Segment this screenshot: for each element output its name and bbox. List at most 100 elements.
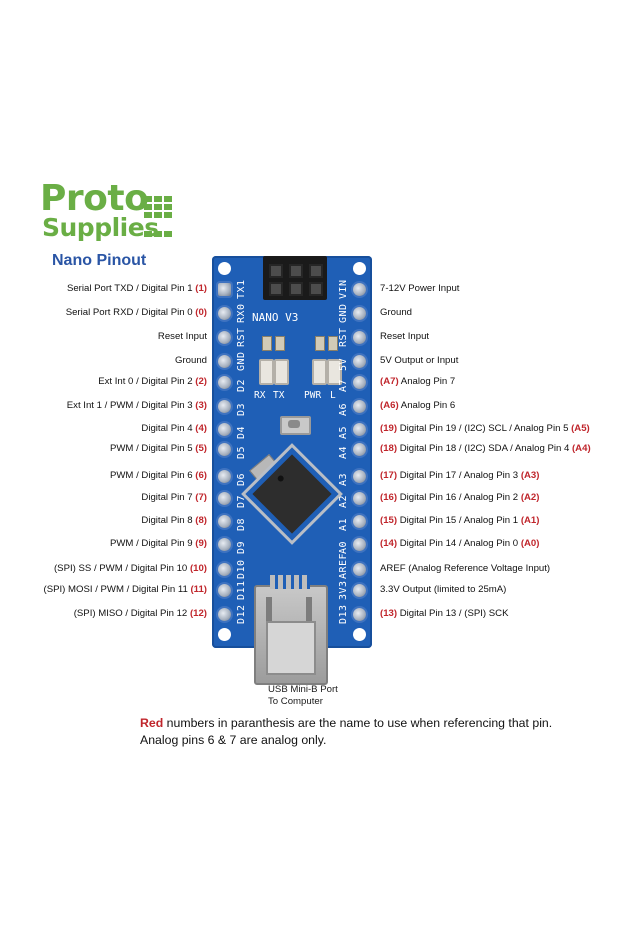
pin-ref: (18)	[380, 443, 398, 454]
pin-description: Ext Int 0 / Digital Pin 2	[98, 376, 193, 387]
left-pin-label: Digital Pin 4 (4)	[141, 423, 207, 435]
silk-pin-label: A6	[338, 402, 349, 416]
pin-ref: (A6)	[380, 400, 399, 411]
pin-description: PWM / Digital Pin 5	[109, 443, 193, 454]
silk-pin-label: TX1	[236, 279, 247, 299]
left-pin-label: (SPI) MISO / Digital Pin 12 (12)	[74, 608, 207, 620]
silk-pin-label: A2	[338, 494, 349, 508]
silk-pin-label: RST	[338, 327, 349, 347]
silk-pin-label: 3V3	[338, 580, 349, 600]
header-pin	[353, 283, 366, 296]
header-pin	[353, 423, 366, 436]
protosupplies-logo: Proto Supplies	[40, 179, 180, 243]
page-title: Nano Pinout	[52, 252, 147, 269]
pin-description: Analog Pin 6	[400, 400, 456, 411]
pin-description: (SPI) MISO / Digital Pin 12	[73, 608, 188, 619]
header-pin	[353, 538, 366, 551]
pin-description: Digital Pin 4	[141, 423, 193, 434]
logo-grid-icon	[144, 196, 172, 218]
pin-description: Digital Pin 19 / (I2C) SCL / Analog Pin …	[399, 423, 569, 434]
pin-description: Reset Input	[157, 331, 207, 342]
header-pin	[218, 443, 231, 456]
board-model-label: NANO V3	[252, 311, 299, 324]
pin-ref: (16)	[380, 492, 398, 503]
note-line2: Analog pins 6 & 7 are analog only.	[140, 733, 327, 747]
pin-description: Reset Input	[380, 331, 430, 342]
silk-pin-label: D12	[236, 604, 247, 624]
right-pin-label: 5V Output or Input	[380, 355, 458, 367]
pin-description: Serial Port TXD / Digital Pin 1	[66, 283, 193, 294]
left-pin-label: Ground	[175, 355, 207, 367]
pin-ref-end: (A1)	[520, 515, 540, 526]
header-pin	[353, 355, 366, 368]
pin-description: (SPI) SS / PWM / Digital Pin 10	[53, 563, 188, 574]
pin-ref: (3)	[195, 400, 207, 411]
right-pin-label: 7-12V Power Input	[380, 283, 459, 295]
pin-ref-end: (A5)	[571, 423, 590, 434]
silk-pin-label: D6	[236, 472, 247, 486]
usb-caption-line2: To Computer	[268, 696, 323, 707]
header-pin	[353, 307, 366, 320]
pin-ref: (1)	[195, 283, 207, 294]
mounting-hole	[353, 628, 366, 641]
silk-pin-label: D5	[236, 445, 247, 459]
silk-pwr: PWR	[304, 390, 322, 401]
pin-description: Ground	[380, 307, 412, 318]
logo-text-supplies: Supplies	[42, 213, 159, 242]
pin-description: Digital Pin 7	[141, 492, 193, 503]
pin-ref: (14)	[380, 538, 398, 549]
resistor	[262, 336, 272, 351]
pwr-led	[312, 359, 327, 385]
pin-ref: (A7)	[380, 376, 399, 387]
resistor	[328, 336, 338, 351]
left-pin-label: Reset Input	[158, 331, 207, 343]
silk-pin-label: D11	[236, 580, 247, 600]
header-pin	[218, 492, 231, 505]
header-pin	[218, 515, 231, 528]
silk-rx: RX	[254, 390, 266, 401]
silk-tx: TX	[273, 390, 285, 401]
header-pin	[353, 492, 366, 505]
usb-caption-line1: USB Mini-B Port	[268, 684, 338, 695]
note-line1: numbers in paranthesis are the name to u…	[163, 716, 553, 730]
pin-description: Serial Port RXD / Digital Pin 0	[65, 307, 193, 318]
pin-description: Ground	[175, 355, 207, 366]
pin-ref: (10)	[189, 563, 207, 574]
usb-caption: USB Mini-B Port To Computer	[268, 684, 338, 708]
pin-ref: (19)	[380, 423, 398, 434]
silk-pin-label: RX0	[236, 303, 247, 323]
silk-pin-label: RST	[236, 327, 247, 347]
left-pin-label: PWM / Digital Pin 9 (9)	[110, 538, 207, 550]
silk-pin-label: D7	[236, 494, 247, 508]
right-pin-label: (14) Digital Pin 14 / Analog Pin 0 (A0)	[380, 538, 539, 550]
right-pin-label: (16) Digital Pin 16 / Analog Pin 2 (A2)	[380, 492, 539, 504]
header-pin	[218, 283, 231, 296]
right-pin-label: (17) Digital Pin 17 / Analog Pin 3 (A3)	[380, 470, 539, 482]
rx-led	[259, 359, 274, 385]
mounting-hole	[353, 262, 366, 275]
resistor	[275, 336, 285, 351]
mounting-hole	[218, 262, 231, 275]
reset-button[interactable]	[280, 416, 311, 435]
right-pin-label: (18) Digital Pin 18 / (I2C) SDA / Analog…	[380, 443, 591, 455]
silk-pin-label: A5	[338, 425, 349, 439]
pin-ref: (13)	[380, 608, 398, 619]
header-pin	[218, 608, 231, 621]
left-pin-label: Digital Pin 8 (8)	[141, 515, 207, 527]
header-pin	[218, 307, 231, 320]
silk-pin-label: D9	[236, 540, 247, 554]
pin-description: 5V Output or Input	[380, 355, 459, 366]
silk-pin-label: A1	[338, 517, 349, 531]
pin-ref: (4)	[195, 423, 207, 434]
pin-description: 3.3V Output (limited to 25mA)	[380, 584, 507, 595]
silk-pin-label: D4	[236, 425, 247, 439]
right-pin-label: (13) Digital Pin 13 / (SPI) SCK	[380, 608, 509, 620]
icsp-header	[263, 256, 327, 300]
pin-ref-end: (A3)	[520, 470, 540, 481]
pin-ref: (6)	[195, 470, 207, 481]
header-pin	[218, 376, 231, 389]
header-pin	[353, 515, 366, 528]
pin-description: PWM / Digital Pin 9	[109, 538, 193, 549]
silk-pin-label: A4	[338, 445, 349, 459]
pin-description: PWM / Digital Pin 6	[109, 470, 193, 481]
